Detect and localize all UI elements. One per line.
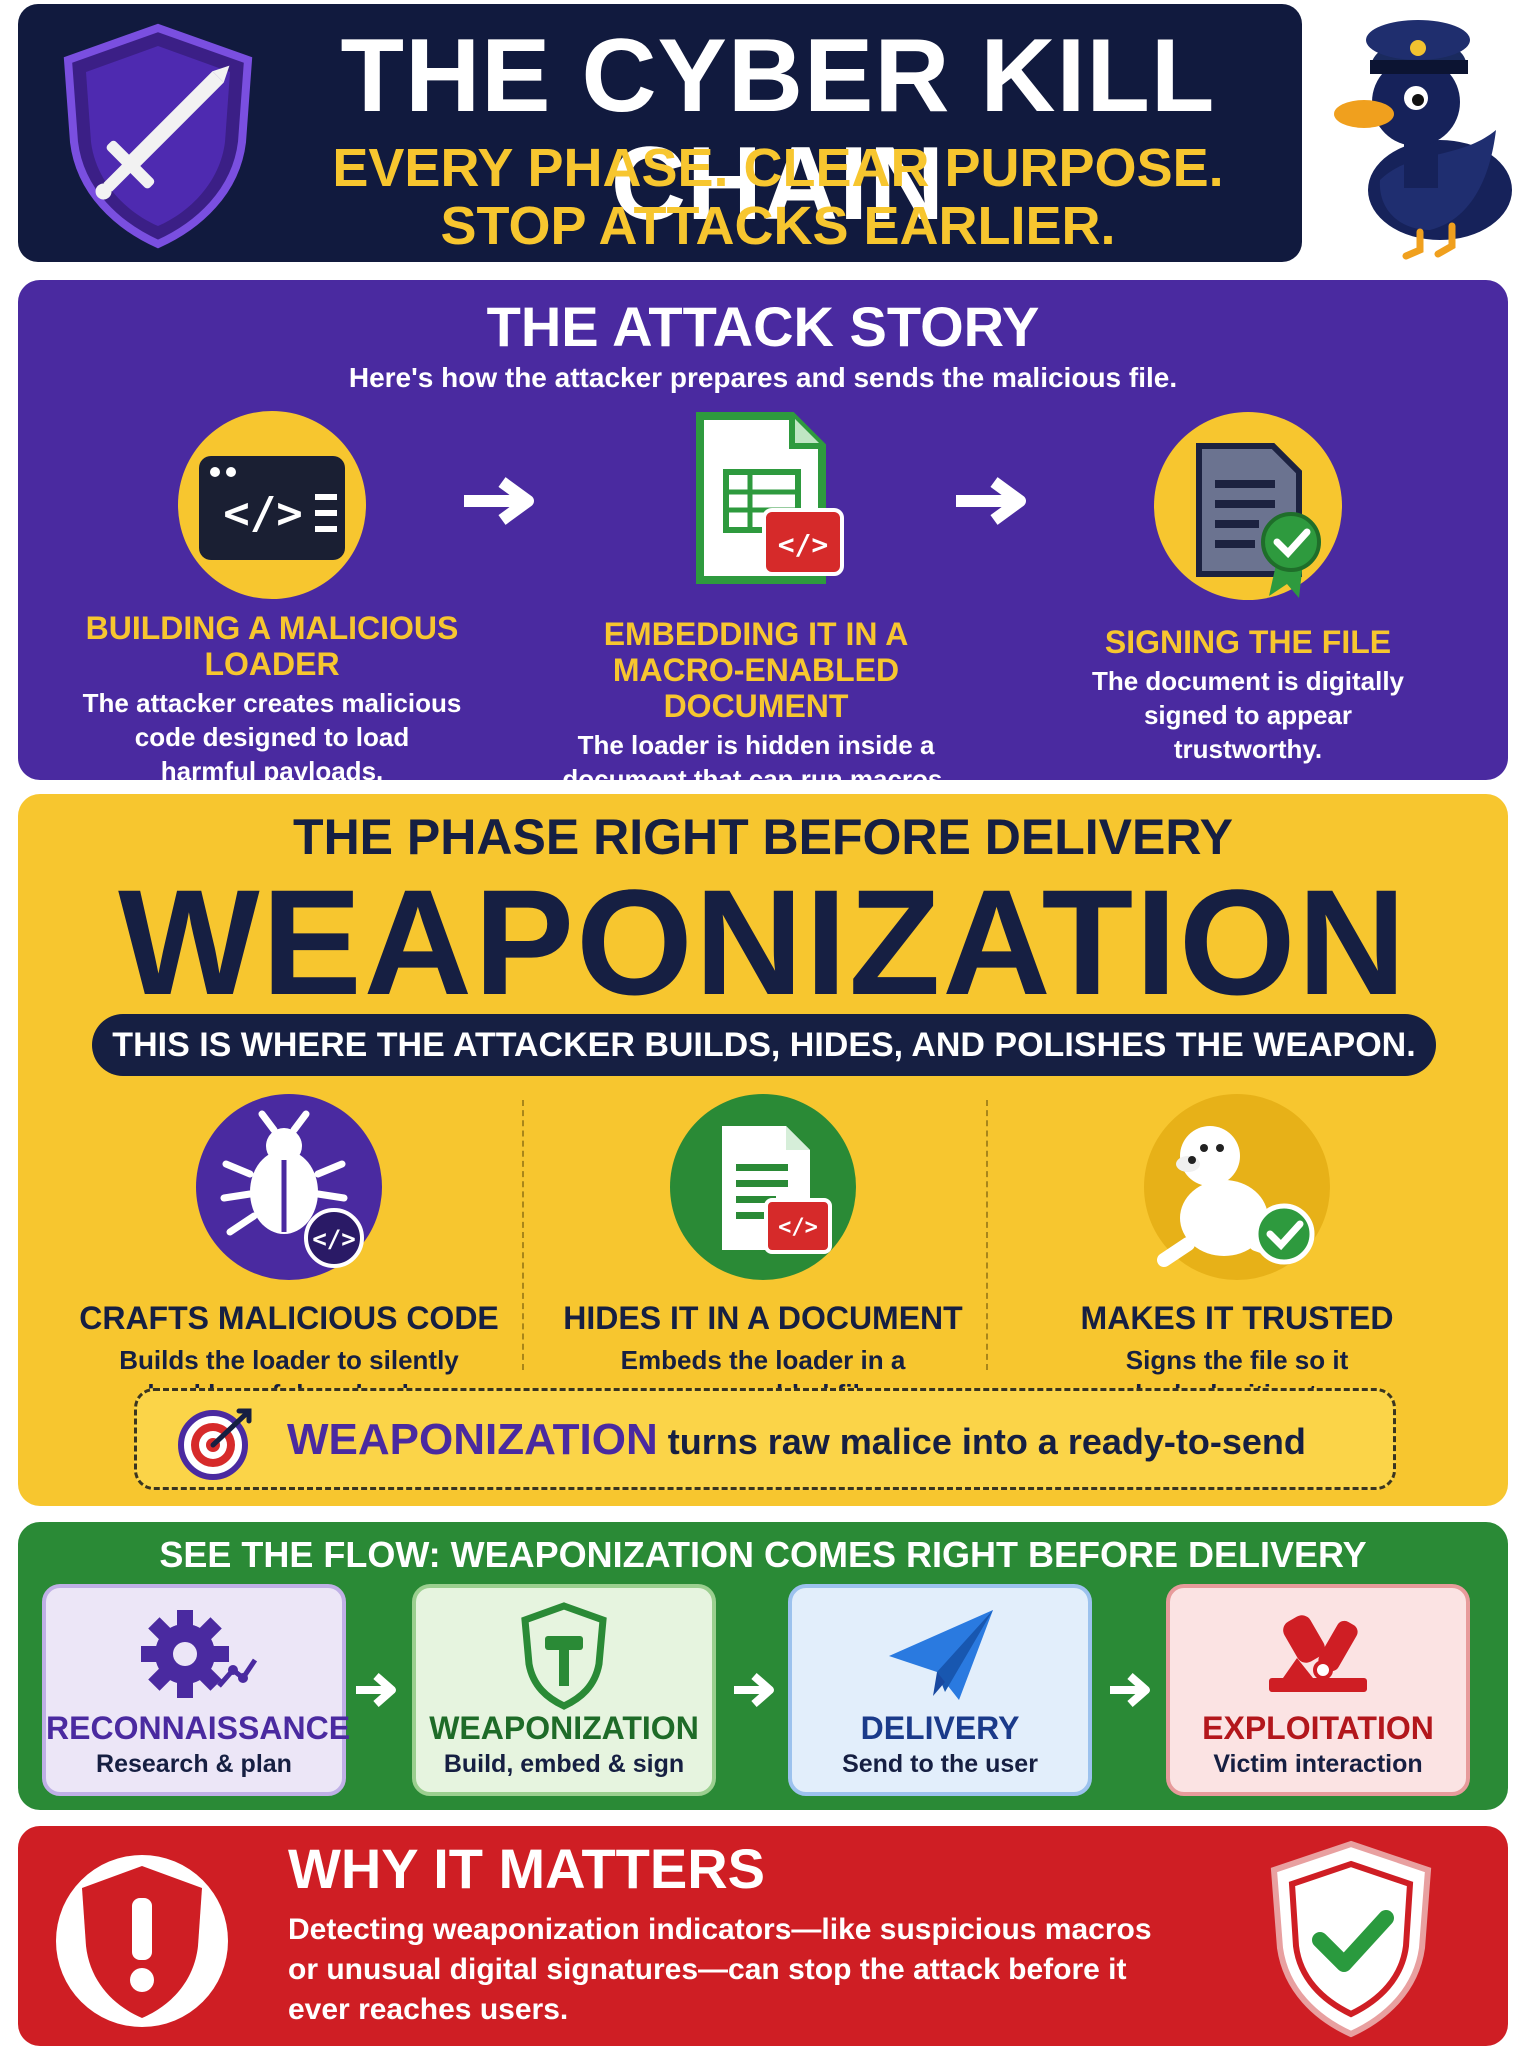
- weaponization-heading: WEAPONIZATION: [118, 858, 1408, 1026]
- flow-card-desc: Build, embed & sign: [443, 1750, 685, 1778]
- flow-card-label: DELIVERY: [860, 1710, 1020, 1746]
- arrow-right-icon: [956, 477, 1026, 525]
- flow-card-exploitation: EXPLOITATION Victim interaction: [1166, 1584, 1470, 1796]
- weaponization-banner: THIS IS WHERE THE ATTACKER BUILDS, HIDES…: [92, 1014, 1436, 1076]
- flow-card-desc: Victim interaction: [1213, 1750, 1423, 1778]
- tagline-line-2: STOP ATTACKS EARLIER.: [440, 196, 1116, 256]
- tagline-line-1: EVERY PHASE. CLEAR PURPOSE.: [332, 138, 1224, 198]
- flow-card-reconnaissance: RECONNAISSANCE Research & plan: [42, 1584, 351, 1796]
- weaponization-pre-heading: THE PHASE RIGHT BEFORE DELIVERY: [293, 809, 1233, 865]
- flow-card-desc: Send to the user: [842, 1750, 1038, 1778]
- duck-mascot-icon: [1334, 20, 1512, 260]
- dashed-divider: [986, 1100, 988, 1370]
- page-title: THE CYBER KILL CHAIN: [340, 18, 1216, 242]
- flow-card-weaponization: WEAPONIZATION Build, embed & sign: [412, 1584, 716, 1796]
- svg-text:</>: </>: [778, 1215, 818, 1240]
- feature-label: CRAFTS MALICIOUS CODE: [79, 1300, 499, 1336]
- gear-icon: [141, 1610, 258, 1698]
- flow-card-label: EXPLOITATION: [1202, 1710, 1434, 1746]
- flow-arrow-icon: [1110, 1672, 1150, 1708]
- flow-panel: SEE THE FLOW: WEAPONIZATION COMES RIGHT …: [18, 1522, 1508, 1810]
- weaponization-callout: WEAPONIZATION turns raw malice into a re…: [134, 1388, 1396, 1560]
- svg-text:</>: </>: [223, 488, 302, 539]
- hammer-shield-icon: [521, 1602, 607, 1710]
- attack-story-lead: Here's how the attacker prepares and sen…: [348, 362, 1178, 393]
- seal-animal-icon: [1157, 1126, 1315, 1267]
- exploit-icon: [1269, 1615, 1367, 1692]
- feature-label: HIDES IT IN A DOCUMENT: [563, 1300, 963, 1336]
- svg-text:</>: </>: [312, 1225, 355, 1253]
- flow-card-label: RECONNAISSANCE: [46, 1710, 351, 1746]
- attack-story-panel: THE ATTACK STORY Here's how the attacker…: [18, 280, 1508, 794]
- dashed-divider: [522, 1100, 524, 1370]
- flow-arrow-icon: [356, 1672, 396, 1708]
- flow-arrow-icon: [734, 1672, 774, 1708]
- feature-label: MAKES IT TRUSTED: [1080, 1300, 1394, 1336]
- flow-card-desc: Research & plan: [96, 1750, 292, 1778]
- story-step-sign: SIGNING THE FILE The document is digital…: [1038, 410, 1458, 770]
- spreadsheet-macro-icon: </>: [696, 412, 844, 584]
- flow-card-delivery: DELIVERY Send to the user: [788, 1584, 1092, 1796]
- feature-makes-trusted: MAKES IT TRUSTED Signs the file so itloo…: [1002, 1094, 1472, 1411]
- flow-card-label: WEAPONIZATION: [429, 1710, 699, 1746]
- why-text: Detecting weaponization indicators—like …: [288, 1913, 1152, 2026]
- sword-shield-icon: [63, 23, 253, 249]
- attack-story-heading: THE ATTACK STORY: [486, 295, 1040, 358]
- header-banner: THE CYBER KILL CHAIN EVERY PHASE. CLEAR …: [18, 4, 1302, 262]
- paper-plane-icon: [889, 1610, 993, 1700]
- flow-heading: SEE THE FLOW: WEAPONIZATION COMES RIGHT …: [159, 1534, 1367, 1575]
- signed-document-icon: [1154, 412, 1342, 600]
- why-it-matters-panel: WHY IT MATTERS Detecting weaponization i…: [18, 1826, 1508, 2046]
- why-heading: WHY IT MATTERS: [288, 1837, 766, 1900]
- step-label: SIGNING THE FILE: [1104, 624, 1392, 660]
- document-code-icon: </>: [722, 1126, 832, 1254]
- code-window-icon: </>: [178, 411, 366, 599]
- feature-hides-document: </> HIDES IT IN A DOCUMENT Embeds the lo…: [528, 1094, 998, 1411]
- check-shield-icon: [1270, 1840, 1432, 2038]
- callout-text: WEAPONIZATION turns raw malice into a re…: [287, 1415, 1306, 1560]
- weaponization-panel: THE PHASE RIGHT BEFORE DELIVERY WEAPONIZ…: [18, 794, 1508, 1560]
- svg-text:</>: </>: [778, 528, 829, 561]
- feature-crafts-code: </> CRAFTS MALICIOUS CODE Builds the loa…: [54, 1094, 524, 1411]
- warning-shield-icon: [56, 1855, 228, 2027]
- arrow-right-icon: [464, 477, 534, 525]
- bug-icon: </>: [220, 1110, 364, 1268]
- target-arrow-icon: [178, 1408, 252, 1480]
